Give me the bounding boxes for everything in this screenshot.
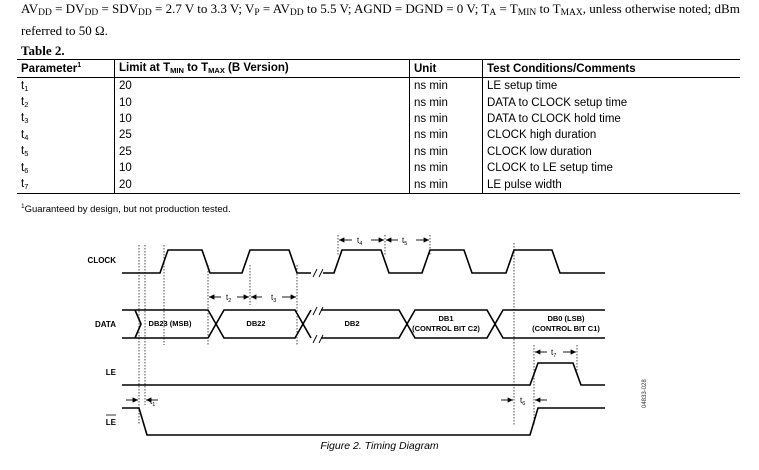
- t2-label: t2: [226, 293, 231, 304]
- t7-label: t7: [551, 348, 556, 359]
- param-cell: t7: [17, 176, 115, 194]
- comment-cell: LE setup time: [482, 77, 740, 95]
- comment-cell: LE pulse width: [482, 176, 740, 194]
- db22-field: DB22: [246, 319, 265, 328]
- table-row: t2 10 ns min DATA to CLOCK setup time: [17, 94, 740, 111]
- timing-diagram: CLOCK DATA LE LE DB23 (MSB) DB22 DB2 DB1…: [88, 235, 605, 436]
- db23-field: DB23 (MSB): [149, 319, 192, 328]
- db0-field-note: (CONTROL BIT C1): [532, 324, 600, 333]
- data-bus-waveform: [122, 309, 605, 339]
- figure-caption: Figure 2. Timing Diagram: [320, 440, 439, 452]
- data-break-mark: [312, 306, 324, 344]
- le-waveform: [122, 362, 605, 386]
- param-cell: t6: [21, 161, 29, 175]
- table-header-row: Parameter1 Limit at TMIN to TMAX (B Vers…: [17, 59, 740, 78]
- le-bar-signal-label: LE: [106, 418, 117, 427]
- unit-cell: ns min: [409, 159, 483, 177]
- limit-cell: 10: [114, 159, 410, 177]
- table-row: t6 10 ns min CLOCK to LE setup time: [17, 159, 740, 177]
- data-signal-label: DATA: [95, 320, 116, 329]
- table-footnote: 1Guaranteed by design, but not productio…: [21, 203, 231, 216]
- comment-cell: CLOCK high duration: [482, 127, 740, 144]
- table-title: Table 2.: [21, 43, 65, 58]
- unit-cell: ns min: [409, 110, 483, 128]
- header-unit: Unit: [409, 59, 483, 78]
- param-cell: t1: [21, 79, 29, 93]
- unit-cell: ns min: [409, 143, 483, 160]
- unit-cell: ns min: [409, 94, 483, 111]
- table-row: t5 25 ns min CLOCK low duration: [17, 143, 740, 160]
- le-signal-label: LE: [106, 368, 117, 377]
- limit-cell: 10: [114, 94, 410, 111]
- clock-break-mark: [312, 268, 324, 278]
- clock-waveform: [122, 249, 605, 274]
- param-cell: t3: [21, 112, 29, 126]
- clock-signal-label: CLOCK: [88, 256, 117, 265]
- comment-cell: DATA to CLOCK setup time: [482, 94, 740, 111]
- guide-lines: [138, 235, 578, 425]
- db1-field-note: (CONTROL BIT C2): [412, 324, 480, 333]
- timing-spec-table: Parameter1 Limit at TMIN to TMAX (B Vers…: [17, 59, 740, 194]
- unit-cell: ns min: [409, 176, 483, 194]
- limit-cell: 25: [114, 127, 410, 144]
- param-cell: t5: [21, 145, 29, 159]
- db1-field: DB1: [438, 314, 453, 323]
- db0-field: DB0 (LSB): [547, 314, 585, 323]
- comment-cell: CLOCK low duration: [482, 143, 740, 160]
- t1-label: t1: [150, 397, 155, 408]
- unit-cell: ns min: [409, 127, 483, 144]
- table-row: t1 20 ns min LE setup time: [17, 77, 740, 95]
- table-row: t7 20 ns min LE pulse width: [17, 176, 740, 194]
- limit-cell: 10: [114, 110, 410, 128]
- param-cell: t4: [21, 128, 29, 142]
- db2-field: DB2: [344, 319, 359, 328]
- comment-cell: DATA to CLOCK hold time: [482, 110, 740, 128]
- table-row: t3 10 ns min DATA to CLOCK hold time: [17, 110, 740, 128]
- document-id: 04833-028: [642, 379, 648, 408]
- limit-cell: 25: [114, 143, 410, 160]
- table-row: t4 25 ns min CLOCK high duration: [17, 127, 740, 144]
- limit-cell: 20: [114, 77, 410, 95]
- t6-label: t6: [520, 396, 525, 407]
- operating-conditions: AVDD = DVDD = SDVDD = 2.7 V to 3.3 V; VP…: [21, 1, 740, 38]
- le-bar-waveform: [122, 407, 605, 436]
- header-parameter: Parameter1: [17, 59, 115, 78]
- param-cell: t2: [21, 96, 29, 110]
- t4-label: t4: [357, 236, 362, 247]
- header-conditions: Test Conditions/Comments: [482, 59, 740, 78]
- header-limit: Limit at TMIN to TMAX (B Version): [114, 59, 410, 78]
- unit-cell: ns min: [409, 77, 483, 95]
- comment-cell: CLOCK to LE setup time: [482, 159, 740, 177]
- limit-cell: 20: [114, 176, 410, 194]
- t5-label: t5: [402, 236, 407, 247]
- t3-label: t3: [271, 293, 276, 304]
